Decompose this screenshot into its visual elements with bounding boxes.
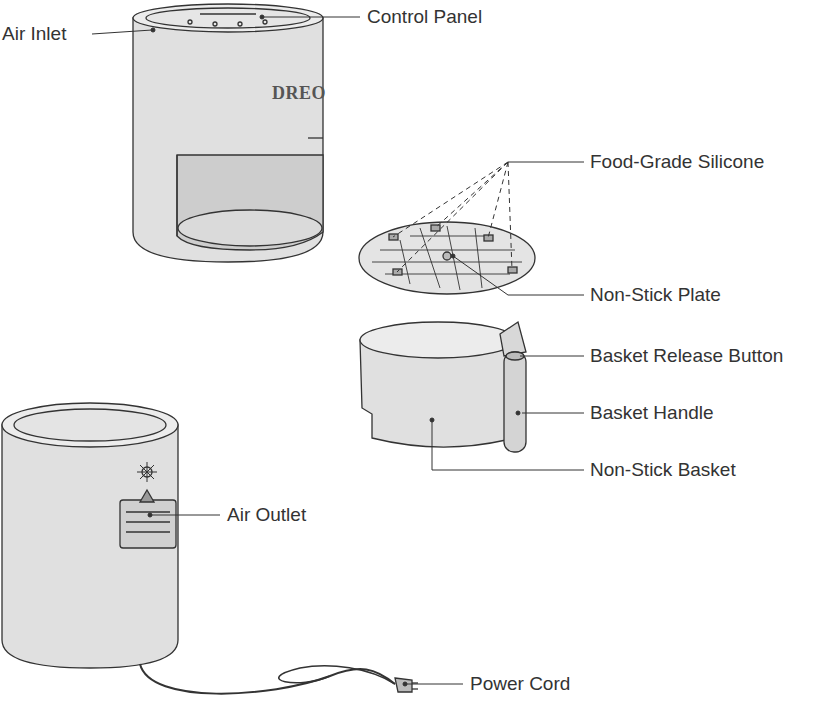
part-label: Air Inlet — [2, 23, 66, 45]
part-label: Food-Grade Silicone — [590, 151, 764, 173]
part-label: Air Outlet — [227, 504, 306, 526]
brand-logo: DREO — [272, 83, 326, 104]
part-label: Basket Handle — [590, 402, 714, 424]
part-label: Control Panel — [367, 6, 482, 28]
part-label: Non-Stick Plate — [590, 284, 721, 306]
part-label: Basket Release Button — [590, 345, 783, 367]
part-label: Power Cord — [470, 673, 570, 695]
part-label: Non-Stick Basket — [590, 459, 736, 481]
